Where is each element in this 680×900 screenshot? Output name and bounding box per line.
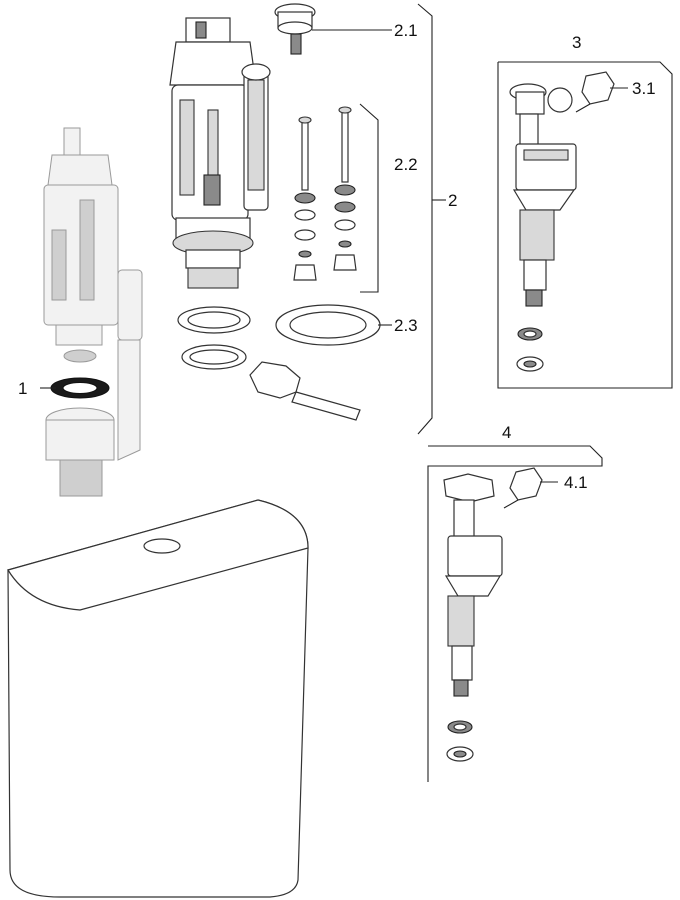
float-clip-4-1 [503,467,543,509]
bracket-2 [417,3,433,435]
callout-2-2: 2.2 [394,155,418,174]
callout-2-3: 2.3 [394,316,418,335]
bracket-3 [497,61,673,389]
float-clip-3-1 [575,71,615,113]
bracket-4 [427,445,603,782]
fill-valve-3 [509,83,577,372]
callout-4: 4 [502,423,511,442]
flush-valve-assembly [169,17,271,289]
callout-3-1: 3.1 [632,79,656,98]
callout-3: 3 [572,33,581,52]
fill-valve-4 [443,473,503,762]
callout-1: 1 [18,379,27,398]
push-button-cap [274,3,316,55]
callout-2: 2 [448,191,457,210]
flush-valve-ghost [43,127,143,497]
seal-rings [177,304,381,370]
callout-4-1: 4.1 [564,473,588,492]
bracket-2-2 [359,103,379,293]
wrench-tool [249,361,361,421]
callout-2-1: 2.1 [394,21,418,40]
cistern-body [7,499,309,898]
washer-ring [50,377,110,399]
bolt-kit [293,106,357,281]
